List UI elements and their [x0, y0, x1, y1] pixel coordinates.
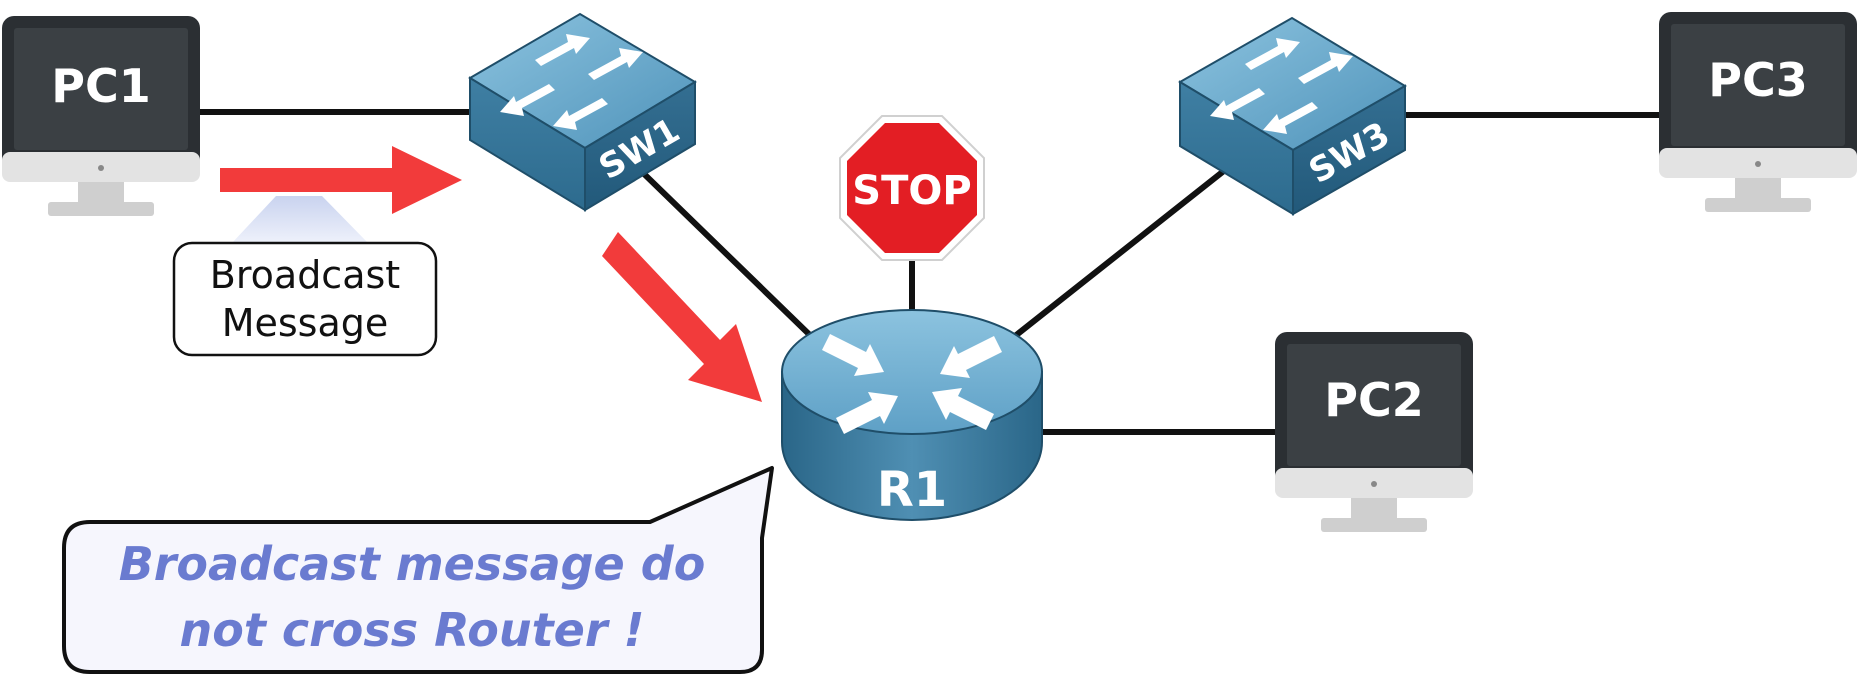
- arrow-down-right-icon: [602, 232, 762, 402]
- pc3-stand-base: [1705, 198, 1811, 212]
- callout-line1: Broadcast message do: [119, 537, 706, 591]
- pc2-label: PC2: [1324, 373, 1423, 427]
- callout-bubble: Broadcast message do not cross Router !: [62, 466, 774, 674]
- broadcast-arrows: [220, 146, 762, 402]
- sw1-switch[interactable]: SW1: [468, 12, 697, 212]
- stop-sign-icon: STOP: [839, 115, 985, 261]
- pc3-computer[interactable]: PC3: [1659, 12, 1857, 212]
- pc1-stand-base: [48, 202, 154, 216]
- r1-label: R1: [877, 462, 947, 518]
- pc1-stand-neck: [78, 182, 124, 202]
- broadcast-label-line1: Broadcast: [210, 253, 400, 297]
- pc3-monitor-screen: [1671, 24, 1845, 146]
- stop-sign-text: STOP: [852, 168, 971, 214]
- arrow-right-icon: [220, 146, 462, 214]
- pc3-stand-neck: [1735, 178, 1781, 198]
- pc2-computer[interactable]: PC2: [1275, 332, 1473, 532]
- callout-line2: not cross Router !: [179, 603, 644, 657]
- broadcast-label-line2: Message: [222, 301, 389, 345]
- r1-arrows-icon: [822, 334, 1002, 434]
- sw3-arrows-icon: [1210, 38, 1353, 134]
- pc1-power-dot: [98, 165, 104, 171]
- r1-router[interactable]: R1: [781, 309, 1043, 521]
- sw1-arrows-icon: [500, 34, 643, 130]
- sw3-side-right: [1292, 84, 1406, 216]
- sw1-side-right: [584, 80, 696, 212]
- pc2-power-dot: [1371, 481, 1377, 487]
- pc2-stand-base: [1321, 518, 1427, 532]
- broadcast-label: Broadcast Message: [172, 196, 438, 357]
- pc3-label: PC3: [1708, 53, 1807, 107]
- pc1-label: PC1: [51, 59, 150, 113]
- link-sw1-r1: [637, 167, 818, 343]
- link-r1-sw3: [1007, 167, 1228, 343]
- pc3-power-dot: [1755, 161, 1761, 167]
- pc2-stand-neck: [1351, 498, 1397, 518]
- broadcast-label-box: [172, 241, 438, 357]
- pc1-computer[interactable]: PC1: [2, 16, 200, 216]
- callout-shape: [62, 466, 774, 674]
- pc2-monitor-screen: [1287, 344, 1461, 466]
- stop-sign-octagon: [847, 123, 977, 253]
- sw3-switch[interactable]: SW3: [1178, 16, 1407, 216]
- pc1-monitor-screen: [14, 28, 188, 150]
- r1-top: [781, 309, 1043, 435]
- broadcast-label-pointer: [232, 196, 368, 243]
